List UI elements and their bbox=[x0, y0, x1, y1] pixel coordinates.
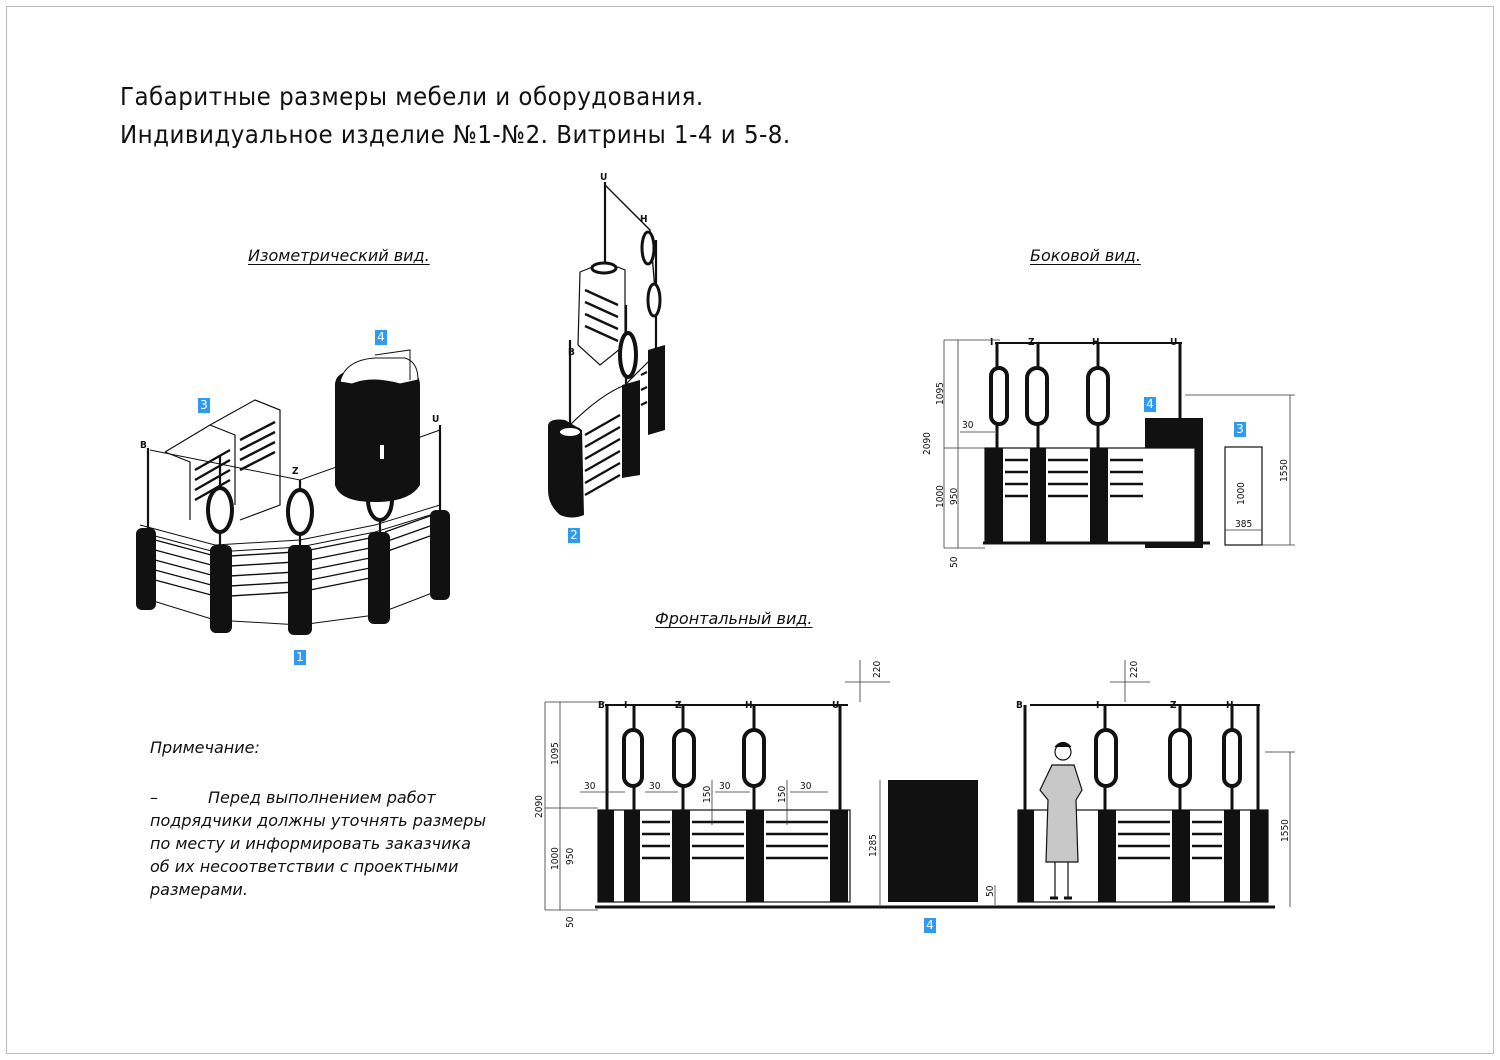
front-dim-gap-1: 150 bbox=[702, 786, 713, 803]
badge-iso-3: 3 bbox=[198, 398, 210, 413]
badge-side-4: 4 bbox=[1144, 397, 1156, 412]
drawing-title-line-1: Габаритные размеры мебели и оборудования… bbox=[120, 82, 704, 111]
front-left-letter-i: I bbox=[624, 700, 627, 711]
human-figure bbox=[1039, 741, 1083, 900]
front-dim-post-3: 30 bbox=[719, 781, 731, 792]
side-dim-body: 950 bbox=[949, 488, 960, 505]
iso-letter-b: B bbox=[140, 440, 147, 451]
badge-iso-2: 2 bbox=[568, 528, 580, 543]
front-left-letter-z: Z bbox=[675, 700, 682, 711]
front-dim-box-base: 50 bbox=[985, 885, 996, 897]
note-body: –Перед выполнением работ подрядчики долж… bbox=[150, 786, 490, 901]
side-letter-1: I bbox=[990, 337, 993, 348]
side-dim-total: 2090 bbox=[922, 432, 933, 455]
iso-letter-z: Z bbox=[292, 466, 299, 477]
badge-iso-1: 1 bbox=[294, 650, 306, 665]
side-dim-post: 30 bbox=[962, 420, 974, 431]
side-dim-base: 50 bbox=[949, 556, 960, 568]
side-view-label: Боковой вид. bbox=[1030, 246, 1141, 265]
front-dim-body: 950 bbox=[565, 848, 576, 865]
drawing-sheet-frame bbox=[6, 6, 1494, 1054]
note-text: Перед выполнением работ подрядчики должн… bbox=[150, 788, 486, 899]
badge-front-4: 4 bbox=[924, 918, 936, 933]
front-right-letter-h: H bbox=[1226, 700, 1234, 711]
front-dim-tall: 1550 bbox=[1280, 819, 1291, 842]
front-dim-sign-left: 220 bbox=[872, 661, 883, 678]
front-right-letter-z: Z bbox=[1170, 700, 1177, 711]
front-dim-sign-right: 220 bbox=[1129, 661, 1140, 678]
iso2-letter-u: U bbox=[600, 172, 607, 183]
side-dim-tall: 1550 bbox=[1279, 459, 1290, 482]
front-dim-counter: 1000 bbox=[550, 847, 561, 870]
front-left-letter-h: H bbox=[745, 700, 753, 711]
front-right-letter-i: I bbox=[1096, 700, 1099, 711]
badge-iso-4: 4 bbox=[375, 330, 387, 345]
badge-side-3: 3 bbox=[1234, 422, 1246, 437]
iso2-letter-h: H bbox=[640, 214, 648, 225]
front-left-letter-b: B bbox=[598, 700, 605, 711]
front-dim-top: 1095 bbox=[550, 742, 561, 765]
front-dim-box: 1285 bbox=[868, 834, 879, 857]
isometric-view-label: Изометрический вид. bbox=[248, 246, 430, 265]
isometric-drawing: B Z U bbox=[136, 349, 450, 635]
front-dim-post-4: 30 bbox=[800, 781, 812, 792]
side-view-drawing: I Z H U bbox=[922, 337, 1295, 568]
note-heading: Примечание: bbox=[150, 738, 260, 757]
front-dim-total: 2090 bbox=[534, 795, 545, 818]
side-letter-3: H bbox=[1092, 337, 1100, 348]
front-dim-base: 50 bbox=[565, 916, 576, 928]
side-letter-2: Z bbox=[1028, 337, 1035, 348]
side-dim-counter: 1000 bbox=[935, 485, 946, 508]
side-letter-4: U bbox=[1170, 337, 1177, 348]
side-dim-top: 1095 bbox=[935, 382, 946, 405]
front-right-letter-b: B bbox=[1016, 700, 1023, 711]
front-dim-post-1: 30 bbox=[584, 781, 596, 792]
front-dim-post-2: 30 bbox=[649, 781, 661, 792]
front-dim-gap-2: 150 bbox=[777, 786, 788, 803]
front-left-letter-u: U bbox=[832, 700, 839, 711]
iso2-letter-b: B bbox=[568, 347, 575, 358]
iso-letter-u: U bbox=[432, 414, 439, 425]
front-view-label: Фронтальный вид. bbox=[655, 609, 813, 628]
front-view-drawing: B I Z H U B I Z H bbox=[534, 660, 1295, 928]
side-dim-cabinet-h: 1000 bbox=[1236, 482, 1247, 505]
isometric-drawing-2: U H B bbox=[548, 172, 665, 518]
note-dash: – bbox=[150, 788, 158, 807]
drawing-title-line-2: Индивидуальное изделие №1-№2. Витрины 1-… bbox=[120, 120, 791, 149]
side-dim-cabinet-w: 385 bbox=[1235, 519, 1252, 530]
